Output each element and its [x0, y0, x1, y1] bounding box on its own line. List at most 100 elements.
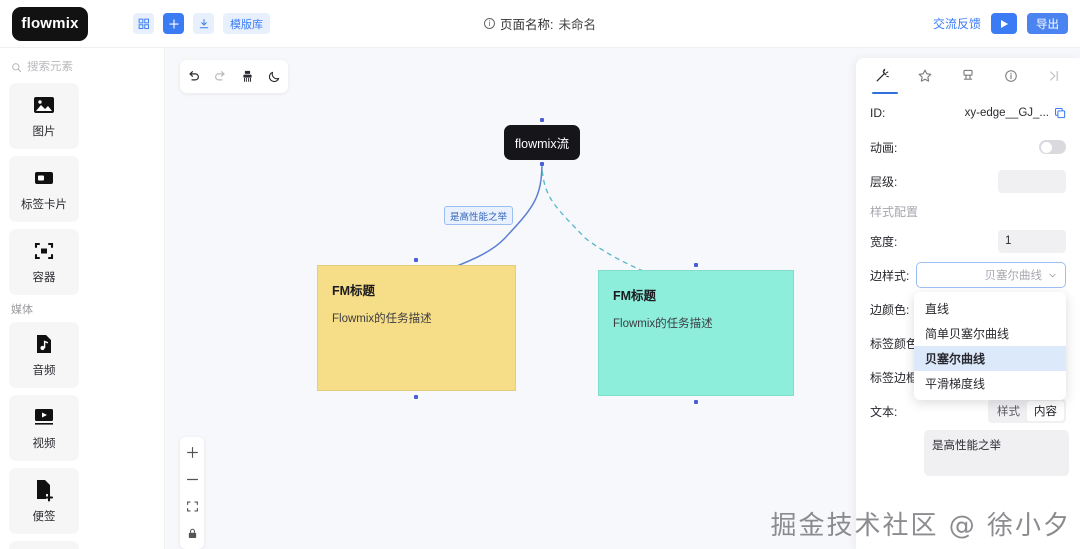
play-icon: [1000, 19, 1008, 28]
import-button[interactable]: [193, 13, 214, 34]
node-handle-bottom[interactable]: [694, 400, 698, 404]
edge-color-row: 边颜色:: [870, 294, 1066, 324]
page-name-label: 页面名称:: [500, 18, 554, 32]
export-button[interactable]: 导出: [1027, 13, 1068, 34]
text-mode-content[interactable]: 内容: [1027, 401, 1064, 421]
grid-layout-button[interactable]: [133, 13, 154, 34]
copy-icon[interactable]: [1054, 107, 1066, 119]
info-icon[interactable]: [1003, 68, 1019, 84]
top-bar-right: 交流反馈 导出: [933, 13, 1068, 34]
redo-icon[interactable]: [213, 69, 228, 84]
width-row: 宽度:: [870, 226, 1066, 256]
sidebar-item-label: 音频: [32, 365, 56, 377]
edge-style-select[interactable]: 贝塞尔曲线: [916, 262, 1066, 288]
app-logo[interactable]: flowmix: [12, 6, 88, 41]
top-toolbar-buttons: 模版库: [133, 13, 270, 34]
layer-input[interactable]: [998, 169, 1066, 193]
layer-label: 层级:: [870, 174, 898, 189]
style-section-label: 样式配置: [870, 204, 919, 219]
preview-button[interactable]: [991, 13, 1017, 34]
node-title: FM标题: [332, 284, 376, 298]
node-card-teal[interactable]: FM标题 Flowmix的任务描述: [598, 270, 794, 396]
node-handle-bottom[interactable]: [540, 162, 544, 166]
moon-icon[interactable]: [267, 69, 282, 84]
id-value: xy-edge__GJ_...: [964, 107, 1049, 119]
sidebar-item-label: 视频: [32, 438, 56, 450]
shape-icon[interactable]: [960, 68, 976, 84]
sidebar-basic-group: 图片 标签卡片 容器: [9, 83, 155, 295]
collapse-right-icon[interactable]: [1046, 68, 1062, 84]
node-handle-top[interactable]: [694, 263, 698, 267]
sidebar-item-tag-card[interactable]: 标签卡片: [9, 156, 79, 222]
sidebar-item-container[interactable]: 容器: [9, 229, 79, 295]
label-color-label: 标签颜色: [870, 336, 919, 351]
id-value-wrap: xy-edge__GJ_...: [965, 107, 1066, 119]
import-icon: [199, 18, 208, 28]
magic-wand-icon[interactable]: [874, 68, 890, 84]
edge-style-value: 贝塞尔曲线: [984, 270, 1043, 282]
node-handle-top[interactable]: [540, 118, 544, 122]
star-icon[interactable]: [917, 68, 933, 84]
toggle-knob: [1040, 141, 1052, 153]
width-label: 宽度:: [870, 234, 898, 249]
sidebar-item-audio[interactable]: 音频: [9, 322, 79, 388]
node-root-label: flowmix流: [514, 137, 570, 151]
label-border-label: 标签边框: [870, 370, 919, 385]
broom-icon[interactable]: [240, 69, 255, 84]
animation-label: 动画:: [870, 140, 898, 155]
node-root[interactable]: flowmix流: [504, 125, 580, 160]
edge-style-label: 边样式:: [870, 268, 910, 283]
edge-style-row: 边样式: 贝塞尔曲线: [870, 260, 1066, 290]
animation-row: 动画:: [870, 132, 1066, 162]
dropdown-option-smoothstep[interactable]: 平滑梯度线: [925, 377, 986, 391]
tag-card-icon: [35, 172, 53, 184]
animation-toggle[interactable]: [1039, 140, 1066, 154]
properties-panel: ID: xy-edge__GJ_... 动画: 层级: 样式配置 宽度:: [856, 58, 1080, 549]
sidebar-item-label: 便签: [32, 511, 56, 523]
dropdown-option-simple-bezier[interactable]: 简单贝塞尔曲线: [925, 327, 1010, 341]
info-icon: i: [484, 18, 495, 29]
sidebar-item-image[interactable]: 图片: [9, 83, 79, 149]
active-tab-indicator: [872, 91, 898, 94]
node-handle-bottom[interactable]: [414, 395, 418, 399]
lock-button[interactable]: [186, 527, 199, 540]
zoom-in-button[interactable]: [186, 446, 199, 459]
text-content-textarea[interactable]: [924, 430, 1069, 476]
label-border-row: 标签边框: [870, 362, 1066, 392]
feedback-link[interactable]: 交流反馈: [932, 17, 981, 31]
page-name-value[interactable]: 未命名: [558, 18, 596, 32]
sidebar-item-note[interactable]: 便签: [9, 468, 79, 534]
search-input[interactable]: [27, 61, 147, 73]
audio-icon: [37, 335, 51, 353]
dropdown-option-bezier[interactable]: 贝塞尔曲线: [914, 346, 1066, 371]
page-title: i 页面名称: 未命名: [484, 14, 596, 33]
template-library-button[interactable]: 模版库: [223, 13, 270, 34]
layer-row: 层级:: [870, 166, 1066, 196]
node-card-yellow[interactable]: FM标题 Flowmix的任务描述: [317, 265, 516, 391]
edge-label[interactable]: 是高性能之举: [444, 206, 514, 225]
zoom-out-button[interactable]: [186, 473, 199, 486]
sidebar-media-group: 音频 视频 便签: [9, 322, 155, 549]
style-section-row: 样式配置: [870, 200, 1066, 222]
text-mode-style[interactable]: 样式: [997, 406, 1020, 418]
node-handle-top[interactable]: [414, 258, 418, 262]
dropdown-option-straight[interactable]: 直线: [925, 302, 950, 316]
grid-icon: [138, 18, 149, 29]
chevron-down-icon: [1049, 273, 1056, 277]
undo-icon[interactable]: [186, 69, 201, 84]
left-sidebar: 图片 标签卡片 容器 媒体: [0, 48, 165, 549]
sidebar-item-video[interactable]: 视频: [9, 395, 79, 461]
width-input[interactable]: [998, 229, 1066, 253]
add-button[interactable]: [163, 13, 184, 34]
image-icon: [34, 97, 54, 113]
note-icon: [37, 480, 54, 502]
search-row: [9, 58, 155, 83]
fit-view-button[interactable]: [186, 500, 199, 513]
container-icon: [34, 242, 54, 260]
search-icon: [12, 62, 22, 72]
id-row: ID: xy-edge__GJ_...: [870, 98, 1066, 128]
plus-icon: [168, 18, 179, 29]
label-color-row: 标签颜色: [870, 328, 1066, 358]
sidebar-item-webpage[interactable]: 网页: [9, 541, 79, 549]
